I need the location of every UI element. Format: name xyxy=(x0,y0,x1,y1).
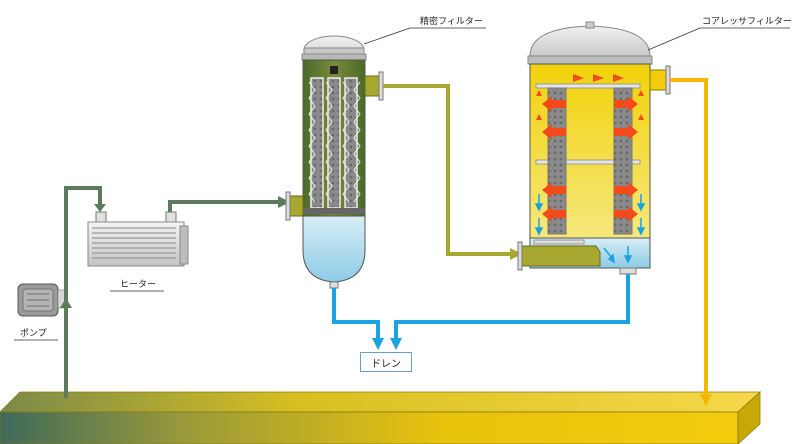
label-fine-filter: 精密フィルター xyxy=(420,17,483,27)
label-drain: ドレン xyxy=(371,358,401,370)
flow-arrow-drain-1 xyxy=(372,338,384,350)
label-coalescer-filter: コアレッサフィルター xyxy=(702,17,792,27)
flow-arrow-drain-2 xyxy=(390,338,402,350)
pipe-drain-coalescer xyxy=(394,274,630,340)
label-heater: ヒーター xyxy=(120,280,157,290)
heater xyxy=(87,211,189,267)
leader-coalescer xyxy=(647,27,790,51)
pipe-coalescer-to-tank xyxy=(670,78,708,396)
flow-arrow-right-olive xyxy=(510,248,522,260)
coalescer-filter xyxy=(517,21,671,275)
coalescer-flow-arrows xyxy=(534,74,646,264)
pipe-pump-to-heater xyxy=(64,186,102,398)
fine-filter xyxy=(285,35,384,289)
pump xyxy=(17,283,67,317)
reservoir-tank xyxy=(0,391,762,444)
flow-arrow-down xyxy=(94,204,106,212)
pipe-filter-to-coalescer xyxy=(383,84,515,256)
label-pump: ポンプ xyxy=(20,329,47,339)
pipe-heater-to-filter xyxy=(168,200,282,212)
flow-arrow-right xyxy=(278,196,290,208)
flow-arrow-down-yellow xyxy=(700,394,712,406)
flow-arrow-up xyxy=(60,298,72,308)
leader-fine-filter xyxy=(363,27,486,45)
pipe-drain-fine-filter xyxy=(332,288,380,340)
drain-box: ドレン xyxy=(360,352,412,372)
